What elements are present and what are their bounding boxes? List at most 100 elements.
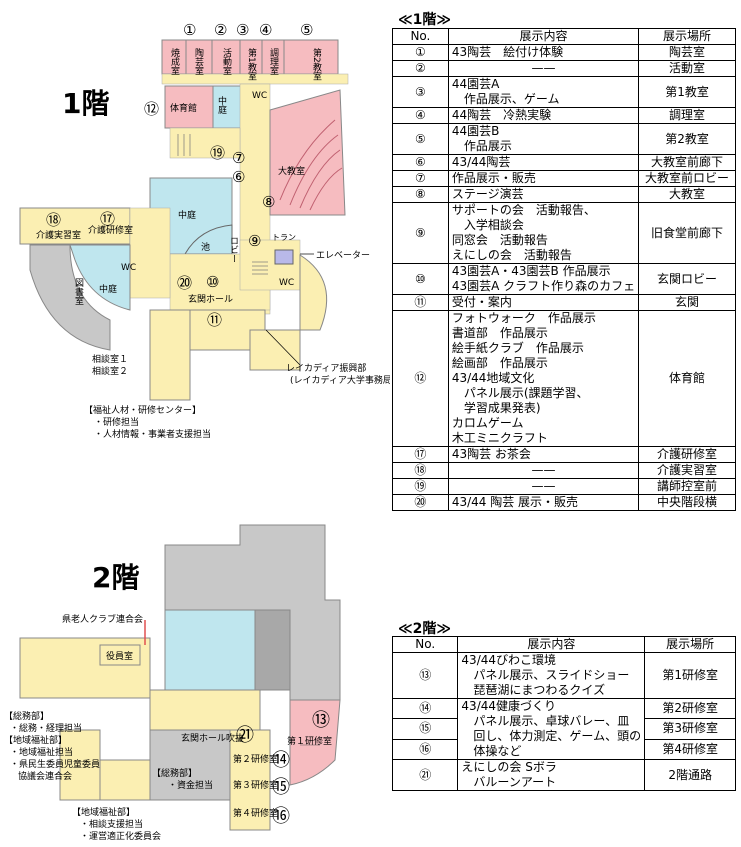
content-line: フォトウォーク 作品展示: [451, 311, 596, 325]
row-number: ⑱: [392, 462, 449, 479]
row-place: 陶芸室: [638, 44, 736, 61]
room-wc1: WC: [252, 91, 267, 101]
place-line: 大教室前廊下: [651, 155, 724, 169]
row-number: ③: [392, 76, 449, 108]
marker-12: ⑫: [144, 100, 159, 118]
content-line: 回し、体力測定、ゲーム、頭の: [473, 729, 642, 743]
room2-genkan-fuki: 玄関ホール吹抜: [181, 732, 244, 744]
content-line: パネル展示(課題学習、: [463, 386, 589, 400]
row-content: ステージ演芸: [447, 186, 640, 203]
row-place: 旧食堂前廊下: [638, 202, 736, 264]
row-number: ⑮: [391, 718, 459, 740]
room2-soumu1: 【総務部】: [4, 710, 49, 722]
table-header-row: No. 展示内容 展示場所: [391, 636, 736, 653]
row-content: 受付・案内: [447, 294, 640, 311]
content-line: 体操など: [473, 744, 522, 758]
content-line: ——: [531, 463, 556, 477]
room2-chiiki: 【地域福祉部】: [72, 806, 135, 818]
marker-17: ⑰: [100, 210, 115, 228]
header-place: 展示場所: [638, 28, 736, 45]
room-toilet: トラン: [272, 233, 296, 242]
room-laycadia: レイカディア振興部: [286, 362, 366, 374]
room-center-l2: ・人材情報・事業者支援担当: [94, 428, 211, 440]
room-center: 【福祉人材・研修センター】: [84, 404, 201, 416]
content-line: 作品展示: [463, 139, 512, 153]
row-number: ⑭: [391, 697, 459, 720]
table-row: ②——活動室: [392, 60, 736, 77]
room2-yakuin: 役員室: [106, 650, 133, 662]
marker-top-3: ③: [236, 21, 249, 39]
table-row: ⑲——講師控室前: [392, 478, 736, 495]
row-content: 43陶芸 絵付け体験: [447, 44, 640, 61]
place-line: 第2研修室: [662, 701, 718, 716]
room-center-l1: ・研修担当: [94, 416, 139, 428]
room2-k2: 第２研修室: [233, 753, 278, 765]
row-place: 第2教室: [638, 123, 736, 155]
content-line: 作品展示・販売: [451, 171, 536, 185]
room-r5: 調理室: [268, 47, 279, 75]
room-court3: 中庭: [99, 283, 117, 295]
content-line: 絵手紙クラブ 作品展示: [451, 341, 584, 355]
row-place: 玄関ロビー: [638, 263, 736, 295]
place-line: 体育館: [669, 371, 706, 385]
room-kaigo-k: 介護研修室: [88, 224, 133, 236]
place-line: 大教室前ロビー: [645, 171, 730, 185]
content-line: 43園芸A・43園芸B 作品展示: [451, 264, 611, 278]
room2-soumu1-l3: ・地域福祉担当: [10, 746, 73, 758]
row-place: 介護実習室: [638, 462, 736, 479]
place-line: 玄関ロビー: [657, 271, 718, 286]
marker-9: ⑨: [248, 232, 261, 250]
row-number: ④: [392, 107, 449, 124]
row-place: 介護研修室: [638, 446, 736, 463]
row-place: 調理室: [638, 107, 736, 124]
marker-18: ⑱: [46, 211, 61, 229]
content-line: えにしの会 Sボラ: [461, 760, 557, 774]
row-place: 活動室: [638, 60, 736, 77]
room-soudan1: 相談室１: [92, 353, 128, 365]
room-court: 中庭: [216, 95, 227, 115]
row-place: 第3研修室: [644, 718, 736, 740]
row-content: 作品展示・販売: [447, 170, 640, 187]
large-classroom: [269, 89, 346, 216]
floor-maps: 焼成室 陶芸室 活動室 第1教室 調理室 第2教室 体育館 中庭 WC 大教室 …: [4, 21, 390, 842]
marker-14: ⑭: [272, 750, 290, 771]
content-line: パネル展示、卓球バレー、皿: [473, 714, 630, 728]
content-line: 書道部 作品展示: [451, 326, 548, 340]
room-r1: 焼成室: [169, 48, 180, 75]
content-line: 43陶芸 絵付け体験: [451, 45, 564, 59]
marker-13: ⑬: [312, 710, 330, 731]
content-line: パネル展示、スライドショー: [473, 668, 630, 682]
content-line: 入学相談会: [463, 218, 524, 232]
marker-15: ⑮: [272, 777, 290, 798]
place-line: 第1研修室: [662, 668, 718, 682]
place-line: 介護実習室: [657, 463, 718, 477]
place-line: 第1教室: [665, 84, 709, 99]
room-pond: 池: [201, 241, 210, 253]
room2-k4: 第４研修室: [233, 807, 278, 819]
room2-k1: 第１研修室: [287, 735, 332, 747]
place-line: 陶芸室: [669, 45, 706, 59]
marker-top-5: ⑤: [300, 21, 313, 39]
row-number: ⑯: [391, 738, 459, 761]
room2-soumu1-l4: ・県民生委員児童委員: [10, 758, 100, 770]
content-line: 絵画部 作品展示: [451, 356, 548, 370]
room-genkan: 玄関ホール: [188, 293, 233, 305]
floor1-table-title: ≪1階≫: [398, 12, 452, 28]
content-line: えにしの会 活動報告: [451, 248, 572, 262]
row-place: 大教室前ロビー: [638, 170, 736, 187]
content-line: 43/44陶芸: [451, 155, 511, 169]
marker-11: ⑪: [207, 311, 222, 329]
floor1-top-rooms: [161, 39, 349, 85]
content-line: ステージ演芸: [451, 187, 524, 201]
marker-19: ⑲: [210, 144, 225, 162]
content-line: サポートの会 活動報告、: [451, 203, 596, 217]
